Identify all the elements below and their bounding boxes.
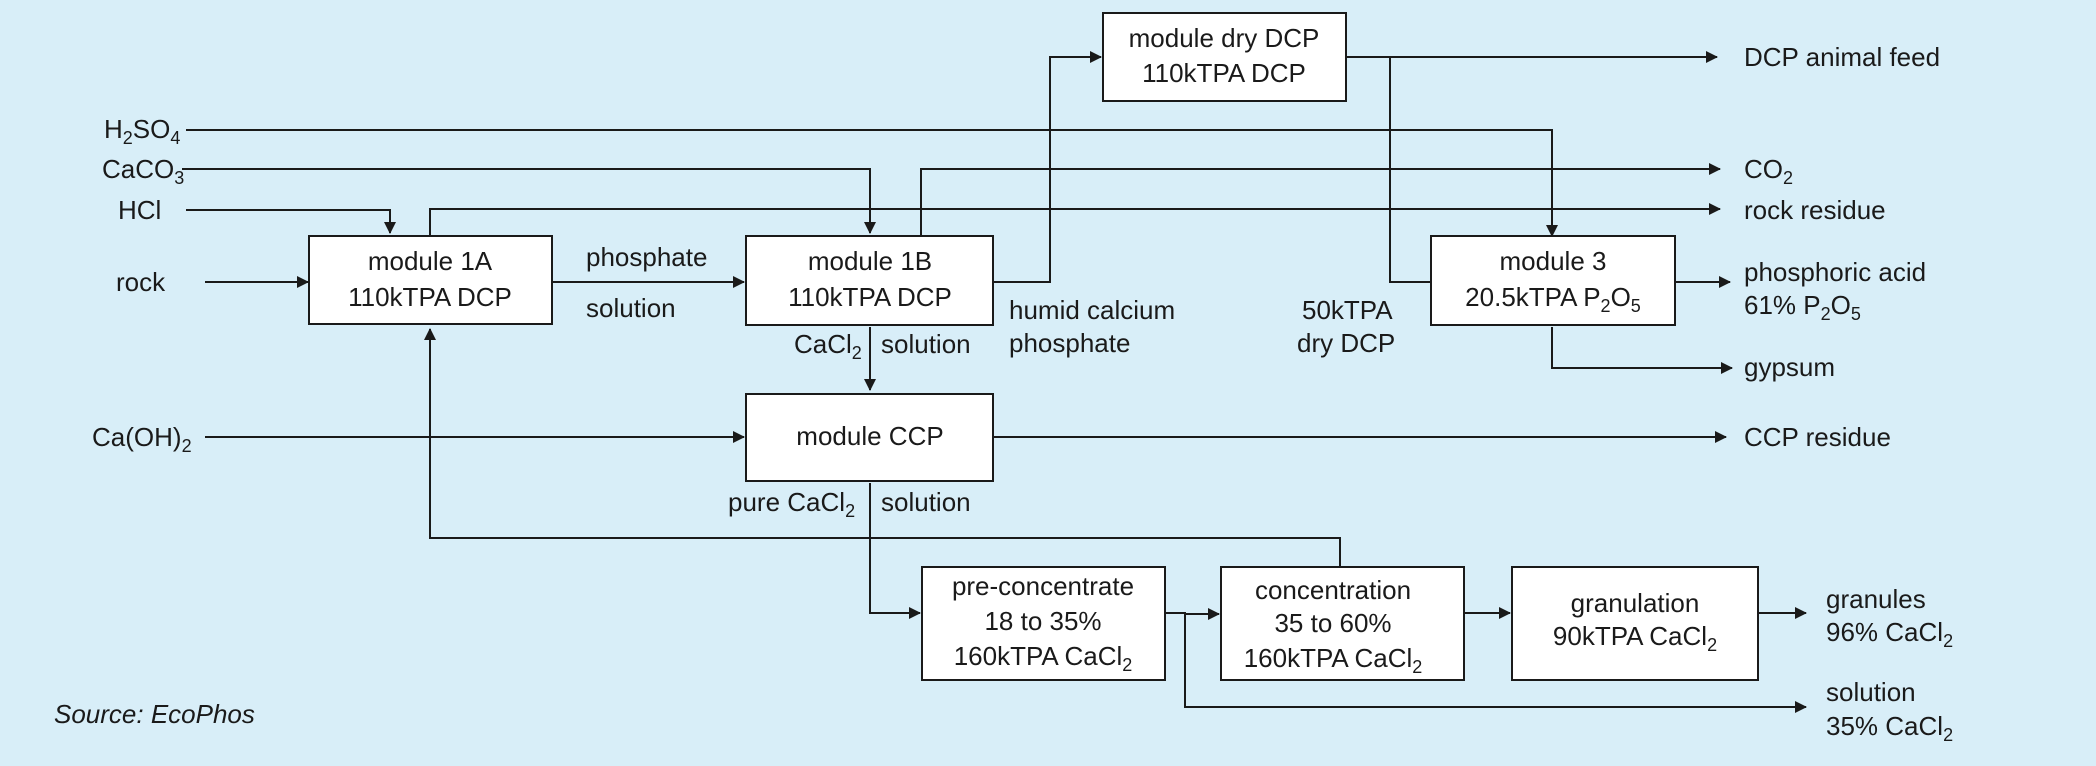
- module-1a-capacity: 110kTPA DCP: [348, 282, 512, 312]
- gypsum-arrow: [1551, 327, 1733, 374]
- output-dcp-feed: DCP animal feed: [1744, 42, 1940, 72]
- flow-dry-1: 50kTPA: [1302, 295, 1393, 325]
- module-1b: module 1B 110kTPA DCP: [745, 235, 994, 326]
- module-1b-capacity: 110kTPA DCP: [788, 282, 952, 312]
- preconc-to-conc-arrow: [1165, 608, 1220, 620]
- ccp-to-preconc-arrow: [869, 483, 921, 619]
- output-solution-1: solution: [1826, 677, 1916, 707]
- module-1a-title: module 1A: [368, 246, 493, 276]
- flow-solution: solution: [586, 293, 676, 323]
- hcl-to-1a-arrow: [186, 209, 396, 234]
- 1b-to-dry-arrow: [993, 51, 1102, 283]
- module-1b-title: module 1B: [808, 246, 932, 276]
- conc-range: 35 to 60%: [1274, 608, 1391, 638]
- co2-arrow: [920, 163, 1721, 236]
- input-caco3: CaCO3: [102, 154, 184, 188]
- module-ccp: module CCP: [745, 393, 994, 482]
- conc-capacity: 160kTPA CaCl2: [1244, 643, 1423, 677]
- module-3-title: module 3: [1500, 246, 1607, 276]
- flow-cacl2: CaCl2: [794, 329, 862, 363]
- gran-title: granulation: [1571, 588, 1700, 618]
- module-ccp-title: module CCP: [796, 421, 943, 451]
- flow-dry-2: dry DCP: [1297, 328, 1395, 358]
- flow-humid-1: humid calcium: [1009, 295, 1175, 325]
- gran-capacity: 90kTPA CaCl2: [1553, 621, 1717, 655]
- solution-out-arrow: [1184, 613, 1807, 713]
- module-dry-title: module dry DCP: [1129, 23, 1320, 53]
- preconc-range: 18 to 35%: [984, 606, 1101, 636]
- output-gypsum: gypsum: [1744, 352, 1835, 382]
- caco3-to-1b-arrow: [182, 168, 876, 234]
- output-ccp-residue: CCP residue: [1744, 422, 1891, 452]
- module-preconcentrate: pre-concentrate 18 to 35% 160kTPA CaCl2: [921, 566, 1166, 681]
- output-granules-2: 96% CaCl2: [1826, 617, 1953, 651]
- flow-pure-solution: solution: [881, 487, 971, 517]
- module-dry-capacity: 110kTPA DCP: [1142, 58, 1306, 88]
- module-concentration: concentration 35 to 60% 160kTPA CaCl2: [1220, 566, 1465, 681]
- input-caoh2: Ca(OH)2: [92, 422, 192, 456]
- connectors: [182, 51, 1807, 713]
- flow-pure-cacl2: pure CaCl2: [728, 487, 855, 521]
- module-dry-dcp: module dry DCP 110kTPA DCP: [1102, 12, 1347, 102]
- output-solution-2: 35% CaCl2: [1826, 711, 1953, 745]
- input-rock: rock: [116, 267, 166, 297]
- flow-humid-2: phosphate: [1009, 328, 1130, 358]
- module-1a: module 1A 110kTPA DCP: [308, 235, 553, 325]
- module-granulation: granulation 90kTPA CaCl2: [1511, 566, 1759, 681]
- output-rock-residue: rock residue: [1744, 195, 1886, 225]
- output-phos-acid-1: phosphoric acid: [1744, 257, 1926, 287]
- preconc-capacity: 160kTPA CaCl2: [954, 641, 1133, 675]
- output-co2: CO2: [1744, 154, 1793, 188]
- rock-residue-arrow: [429, 203, 1721, 236]
- h2so4-to-3-arrow: [186, 129, 1558, 237]
- module-3-capacity: 20.5kTPA P2O5: [1465, 282, 1641, 316]
- input-hcl: HCl: [118, 195, 161, 225]
- output-phos-acid-2: 61% P2O5: [1744, 290, 1861, 324]
- conc-title: concentration: [1255, 575, 1411, 605]
- flow-cacl2-solution: solution: [881, 329, 971, 359]
- flow-phosphate: phosphate: [586, 242, 707, 272]
- module-3: module 3 20.5kTPA P2O5: [1430, 235, 1676, 326]
- source-caption: Source: EcoPhos: [54, 699, 255, 729]
- input-h2so4: H2SO4: [104, 114, 180, 148]
- dry-to-3-line: [1389, 57, 1430, 283]
- preconc-title: pre-concentrate: [952, 571, 1134, 601]
- output-granules-1: granules: [1826, 584, 1926, 614]
- recycle-to-1a-arrow: [424, 328, 1341, 568]
